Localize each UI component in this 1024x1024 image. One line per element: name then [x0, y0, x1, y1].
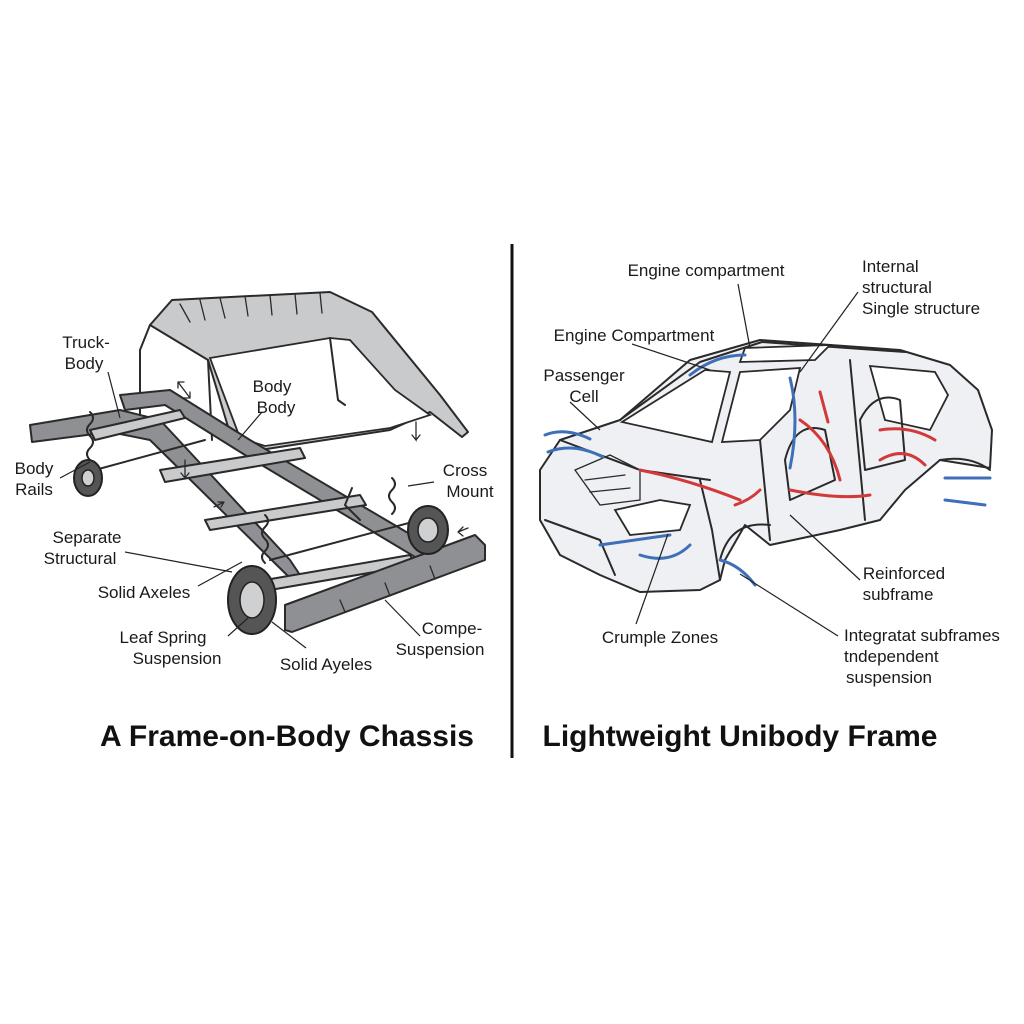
- svg-text:Solid Axeles: Solid Axeles: [98, 583, 191, 602]
- label-internal-structural-2: structural: [862, 278, 932, 297]
- svg-text:Crumple Zones: Crumple Zones: [602, 628, 718, 647]
- headlight: [613, 499, 692, 536]
- svg-text:Body: Body: [65, 354, 104, 373]
- label-body-body-2: Body: [257, 398, 296, 417]
- label-reinforced-subframe-1: Reinforced: [863, 564, 945, 583]
- label-separate-structural-1: Separate: [53, 528, 122, 547]
- label-integrated-subframes-1: Integratat subframes: [844, 626, 1000, 645]
- svg-text:Integratat subframes: Integratat subframes: [844, 626, 1000, 645]
- svg-text:Single structure: Single structure: [862, 299, 980, 318]
- label-body-body-1: Body: [253, 377, 292, 396]
- left-leader-lines: [59, 371, 435, 649]
- svg-text:Body: Body: [15, 459, 54, 478]
- svg-text:Reinforced: Reinforced: [863, 564, 945, 583]
- label-integrated-subframes-3: suspension: [846, 668, 932, 687]
- svg-text:structural: structural: [862, 278, 932, 297]
- svg-text:Rails: Rails: [15, 480, 53, 499]
- label-truck-body-2: Body: [65, 354, 104, 373]
- label-engine-compartment-top: Engine compartment: [628, 261, 785, 280]
- label-reinforced-subframe-2: subframe: [863, 585, 934, 604]
- svg-text:Truck-: Truck-: [62, 333, 110, 352]
- label-passenger-cell-1: Passenger: [543, 366, 625, 385]
- svg-text:Cross: Cross: [443, 461, 487, 480]
- label-solid-axeles: Solid Axeles: [98, 583, 191, 602]
- label-cross-mount-1: Cross: [443, 461, 487, 480]
- svg-text:Solid Ayeles: Solid Ayeles: [280, 655, 372, 674]
- label-cross-mount-2: Mount: [446, 482, 494, 501]
- svg-text:Cell: Cell: [569, 387, 598, 406]
- svg-text:Separate: Separate: [53, 528, 122, 547]
- svg-text:Leaf Spring: Leaf Spring: [120, 628, 207, 647]
- svg-text:Suspension: Suspension: [396, 640, 485, 659]
- label-solid-ayeles: Solid Ayeles: [280, 655, 372, 674]
- svg-text:Suspension: Suspension: [133, 649, 222, 668]
- label-body-rails-1: Body: [15, 459, 54, 478]
- right-panel-title: Lightweight Unibody Frame: [543, 720, 938, 753]
- label-passenger-cell-2: Cell: [569, 387, 598, 406]
- label-leaf-spring-2: Suspension: [133, 649, 222, 668]
- svg-text:Engine compartment: Engine compartment: [628, 261, 785, 280]
- frame-on-body-illustration: [29, 291, 486, 635]
- label-separate-structural-2: Structural: [44, 549, 117, 568]
- windshield-unibody: [619, 369, 732, 444]
- label-compe-suspension-2: Suspension: [396, 640, 485, 659]
- label-crumple-zones: Crumple Zones: [602, 628, 718, 647]
- unibody-illustration: [539, 339, 993, 593]
- svg-text:Body: Body: [257, 398, 296, 417]
- svg-text:suspension: suspension: [846, 668, 932, 687]
- label-engine-compartment: Engine Compartment: [554, 326, 715, 345]
- label-internal-structural-1: Internal: [862, 257, 919, 276]
- label-leaf-spring-1: Leaf Spring: [120, 628, 207, 647]
- label-integrated-subframes-2: tndependent: [844, 647, 939, 666]
- svg-text:Body: Body: [253, 377, 292, 396]
- label-compe-suspension-1: Compe-: [422, 619, 482, 638]
- svg-text:subframe: subframe: [863, 585, 934, 604]
- left-panel-title: A Frame-on-Body Chassis: [100, 720, 474, 753]
- svg-text:Passenger: Passenger: [543, 366, 625, 385]
- right-leader-lines: [569, 283, 861, 637]
- svg-text:Structural: Structural: [44, 549, 117, 568]
- svg-text:Internal: Internal: [862, 257, 919, 276]
- label-internal-structural-3: Single structure: [862, 299, 980, 318]
- svg-text:tndependent: tndependent: [844, 647, 939, 666]
- label-body-rails-2: Rails: [15, 480, 53, 499]
- svg-text:Engine Compartment: Engine Compartment: [554, 326, 715, 345]
- svg-text:Compe-: Compe-: [422, 619, 482, 638]
- svg-text:Mount: Mount: [446, 482, 494, 501]
- label-truck-body-1: Truck-: [62, 333, 110, 352]
